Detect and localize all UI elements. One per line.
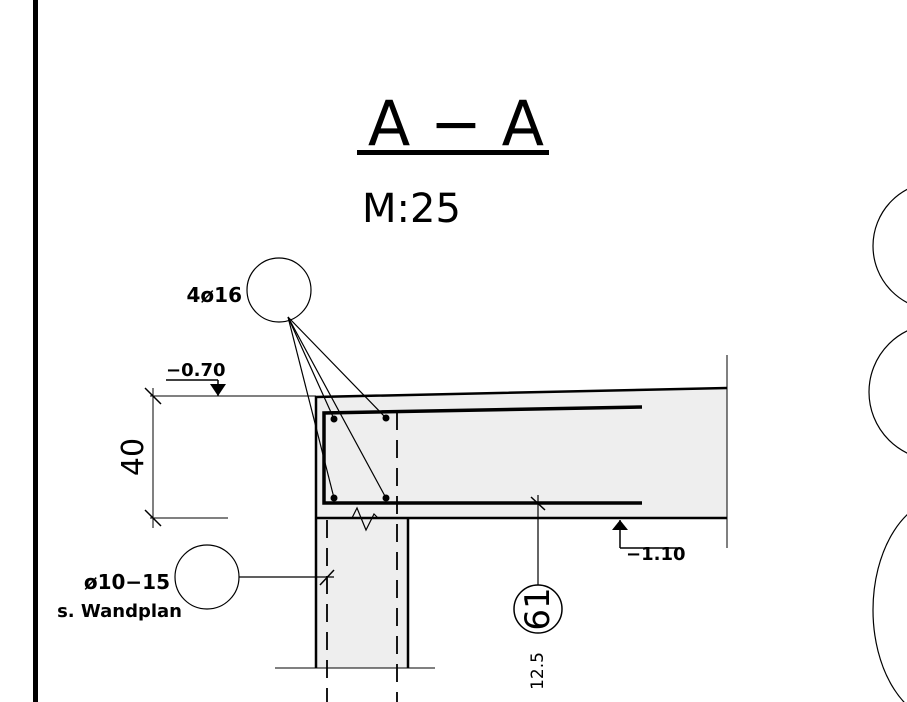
slab-section-fill [316,388,727,518]
level-bottom-label: −1.10 [626,544,686,565]
stirrup-callout-bubble [174,544,240,610]
stirrup-leader-tick [319,569,335,586]
stirrup-label-line2: s. Wandplan [57,601,182,622]
rebar-leader-lines [287,316,387,499]
section-title: A − A [368,87,544,160]
slab-thickness-label: 12.5 [528,652,548,690]
detail-circle-top [872,188,907,304]
level-top-marker [210,384,226,396]
level-bottom-marker [612,520,628,530]
scale-label: M:25 [362,186,461,232]
detail-circle-middle [868,330,907,454]
title-underline [357,150,549,155]
frame-border-left [33,0,38,702]
rebar-callout-bubble [246,257,312,323]
dimension-depth-label: 40 [116,438,151,476]
detail-circle-bottom [872,514,907,702]
position-bubble [513,584,563,634]
position-number-label: 61 [518,587,558,630]
stirrup-label-line1: ø10−15 [84,570,170,594]
dim-tick-bottom [144,509,162,527]
break-symbol [351,506,379,532]
level-top-label: −0.70 [166,360,226,381]
concrete-outline-top [314,386,728,668]
dim-tick-top [144,387,162,405]
wall-section-fill [316,518,408,668]
rebar-callout-label: 4ø16 [187,283,243,307]
position-leader-tick [530,496,546,511]
